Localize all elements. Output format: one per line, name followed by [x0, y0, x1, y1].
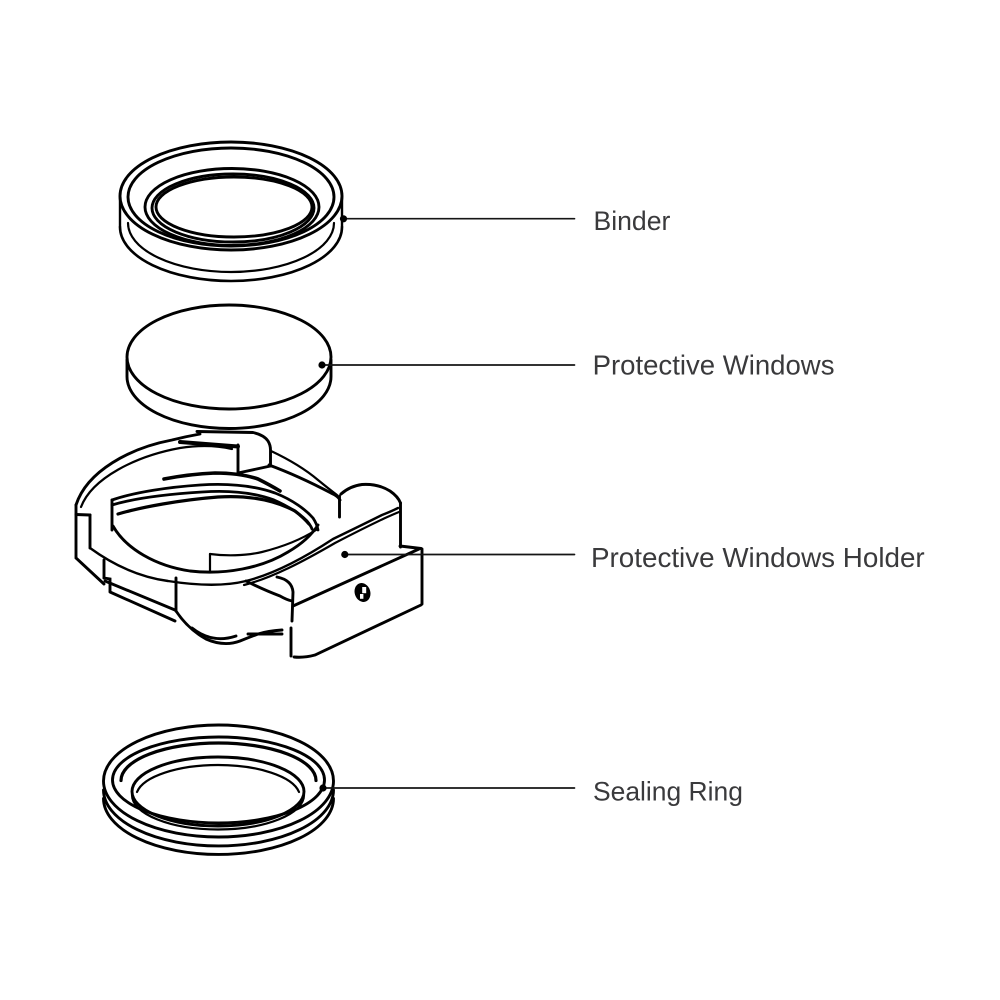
svg-text:Binder: Binder — [594, 206, 671, 236]
svg-text:Sealing Ring: Sealing Ring — [593, 777, 743, 807]
svg-text:Protective Windows: Protective Windows — [593, 350, 835, 381]
svg-text:Protective Windows Holder: Protective Windows Holder — [591, 542, 925, 573]
